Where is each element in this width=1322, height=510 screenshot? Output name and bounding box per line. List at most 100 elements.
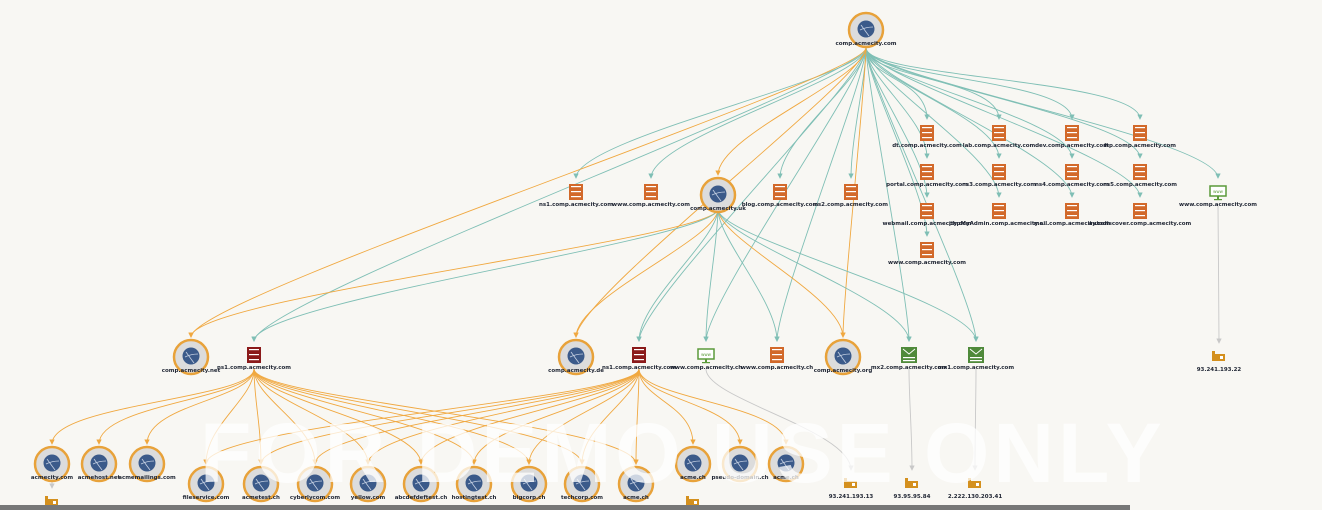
link-edge[interactable] [188, 47, 867, 338]
entity-node[interactable]: blog.comp.acmecity.com [742, 184, 819, 208]
entity-node[interactable]: autodiscover.comp.acmecity.com [1089, 203, 1192, 227]
entity-node[interactable]: dt.comp.acmecity.com [892, 125, 962, 149]
link-edge[interactable] [633, 368, 640, 465]
entity-node[interactable]: comp.acmecity.uk [690, 176, 746, 214]
link-edge[interactable] [865, 47, 1002, 159]
entity-node[interactable]: bigcorp.ch [510, 465, 548, 503]
link-edge[interactable] [96, 368, 255, 445]
link-edge[interactable] [253, 368, 264, 465]
link-edge[interactable] [144, 368, 255, 445]
link-edge[interactable] [253, 368, 371, 465]
entity-node[interactable]: ns1.comp.acmecity.com [217, 347, 291, 371]
link-edge[interactable] [774, 47, 867, 342]
link-edge[interactable] [715, 47, 867, 176]
link-edge[interactable] [865, 47, 912, 342]
link-edge[interactable] [865, 47, 930, 120]
entity-node[interactable]: mx1.comp.acmecity.com [938, 347, 1014, 371]
entity-node[interactable]: lab.comp.acmecity.com [963, 125, 1036, 149]
entity-node[interactable]: acme.ch [617, 465, 655, 503]
link-edge[interactable] [865, 47, 1075, 120]
link-edge[interactable] [908, 368, 915, 471]
entity-node[interactable]: ftp.comp.acmecity.com [1104, 125, 1176, 149]
entity-node[interactable]: comp.acmecity.de [548, 338, 604, 376]
link-edge[interactable] [251, 208, 719, 342]
entity-node[interactable]: acmemailings.com [118, 445, 176, 483]
link-edge[interactable] [865, 47, 1002, 198]
entity-node[interactable]: ns1.comp.acmecity.com [602, 347, 676, 371]
link-edge[interactable] [203, 368, 640, 465]
entity-node[interactable]: pseudo-domain.ch [711, 445, 769, 483]
link-edge[interactable] [253, 368, 532, 465]
entity-node[interactable]: ns4.comp.acmecity.com [1035, 164, 1109, 188]
link-edge[interactable] [972, 368, 978, 471]
link-edge[interactable] [865, 47, 1075, 198]
link-edge[interactable] [717, 208, 846, 338]
link-edge[interactable] [638, 368, 789, 445]
link-edge[interactable] [648, 47, 867, 179]
horizontal-scrollbar[interactable] [0, 505, 1130, 510]
link-edge[interactable] [717, 208, 979, 342]
entity-node[interactable]: webmail.comp.acmecity.com [883, 203, 972, 227]
entity-node[interactable] [45, 496, 58, 506]
entity-node[interactable]: comp.acmecity.net [162, 338, 221, 376]
entity-node[interactable]: fileservice.com [183, 465, 230, 503]
link-edge[interactable] [258, 368, 640, 465]
entity-node[interactable]: ns5.comp.acmecity.com [1103, 164, 1177, 188]
link-edge[interactable] [251, 47, 867, 342]
entity-node[interactable]: yellow.com [349, 465, 387, 503]
link-edge[interactable] [188, 208, 719, 338]
link-edge[interactable] [705, 368, 854, 471]
entity-node[interactable]: acme.ch [674, 445, 712, 483]
link-edge[interactable] [865, 47, 979, 342]
entity-node[interactable]: ns2.comp.acmecity.com [814, 184, 888, 208]
link-edge[interactable] [573, 208, 719, 338]
link-edge[interactable] [253, 368, 424, 465]
link-edge[interactable] [573, 47, 867, 179]
entity-node[interactable]: mx2.comp.acmecity.com [871, 347, 947, 371]
link-edge[interactable] [865, 47, 930, 159]
link-edge[interactable] [1216, 205, 1222, 344]
entity-node[interactable]: www.comp.acmecity.com [888, 242, 966, 266]
link-edge[interactable] [253, 368, 318, 465]
link-edge[interactable] [638, 368, 743, 445]
entity-node[interactable]: 93.241.193.13 [829, 478, 874, 500]
link-edge[interactable] [636, 47, 867, 342]
entity-node[interactable]: dev.comp.acmecity.com [1035, 125, 1109, 149]
link-edge[interactable] [471, 368, 640, 465]
link-edge[interactable] [253, 368, 639, 465]
entity-node[interactable]: comp.acmecity.com [836, 11, 897, 49]
link-edge[interactable] [865, 47, 1143, 198]
link-edge[interactable] [418, 368, 640, 465]
link-edge[interactable] [49, 368, 255, 445]
link-edge[interactable] [717, 208, 912, 342]
entity-node[interactable]: mail.comp.acmecity.com [1034, 203, 1111, 227]
entity-node[interactable] [686, 496, 699, 506]
entity-node[interactable]: acmehost.net [78, 445, 121, 483]
link-edge[interactable] [865, 47, 1075, 159]
entity-node[interactable]: www.comp.acmecity.ch [741, 347, 813, 371]
link-edge[interactable] [526, 368, 640, 465]
link-edge[interactable] [638, 368, 696, 445]
entity-node[interactable]: cyberlycom.com [290, 465, 341, 503]
entity-node[interactable]: abcdefdeftest.ch [395, 465, 448, 503]
entity-node[interactable]: comp.acmecity.org [814, 338, 873, 376]
entity-node[interactable]: 93.241.193.22 [1197, 351, 1242, 373]
entity-node[interactable]: ns3.comp.acmecity.com [962, 164, 1036, 188]
link-edge[interactable] [253, 368, 477, 465]
link-edge[interactable] [203, 368, 255, 465]
link-edge[interactable] [579, 368, 640, 465]
entity-node[interactable]: techcorp.com [561, 465, 603, 503]
entity-node[interactable]: acmecity.com [31, 445, 73, 483]
link-edge[interactable] [365, 368, 640, 465]
link-edge[interactable] [865, 47, 1143, 120]
link-edge[interactable] [717, 208, 780, 342]
entity-node[interactable]: 2.222.130.203.41 [948, 478, 1002, 500]
link-edge[interactable] [312, 368, 640, 465]
entity-node[interactable]: hostingtest.ch [452, 465, 497, 503]
entity-node[interactable]: www.comp.acmecity.com [612, 184, 690, 208]
link-edge[interactable] [253, 368, 585, 465]
entity-node[interactable]: ns1.comp.acmecity.com [539, 184, 613, 208]
